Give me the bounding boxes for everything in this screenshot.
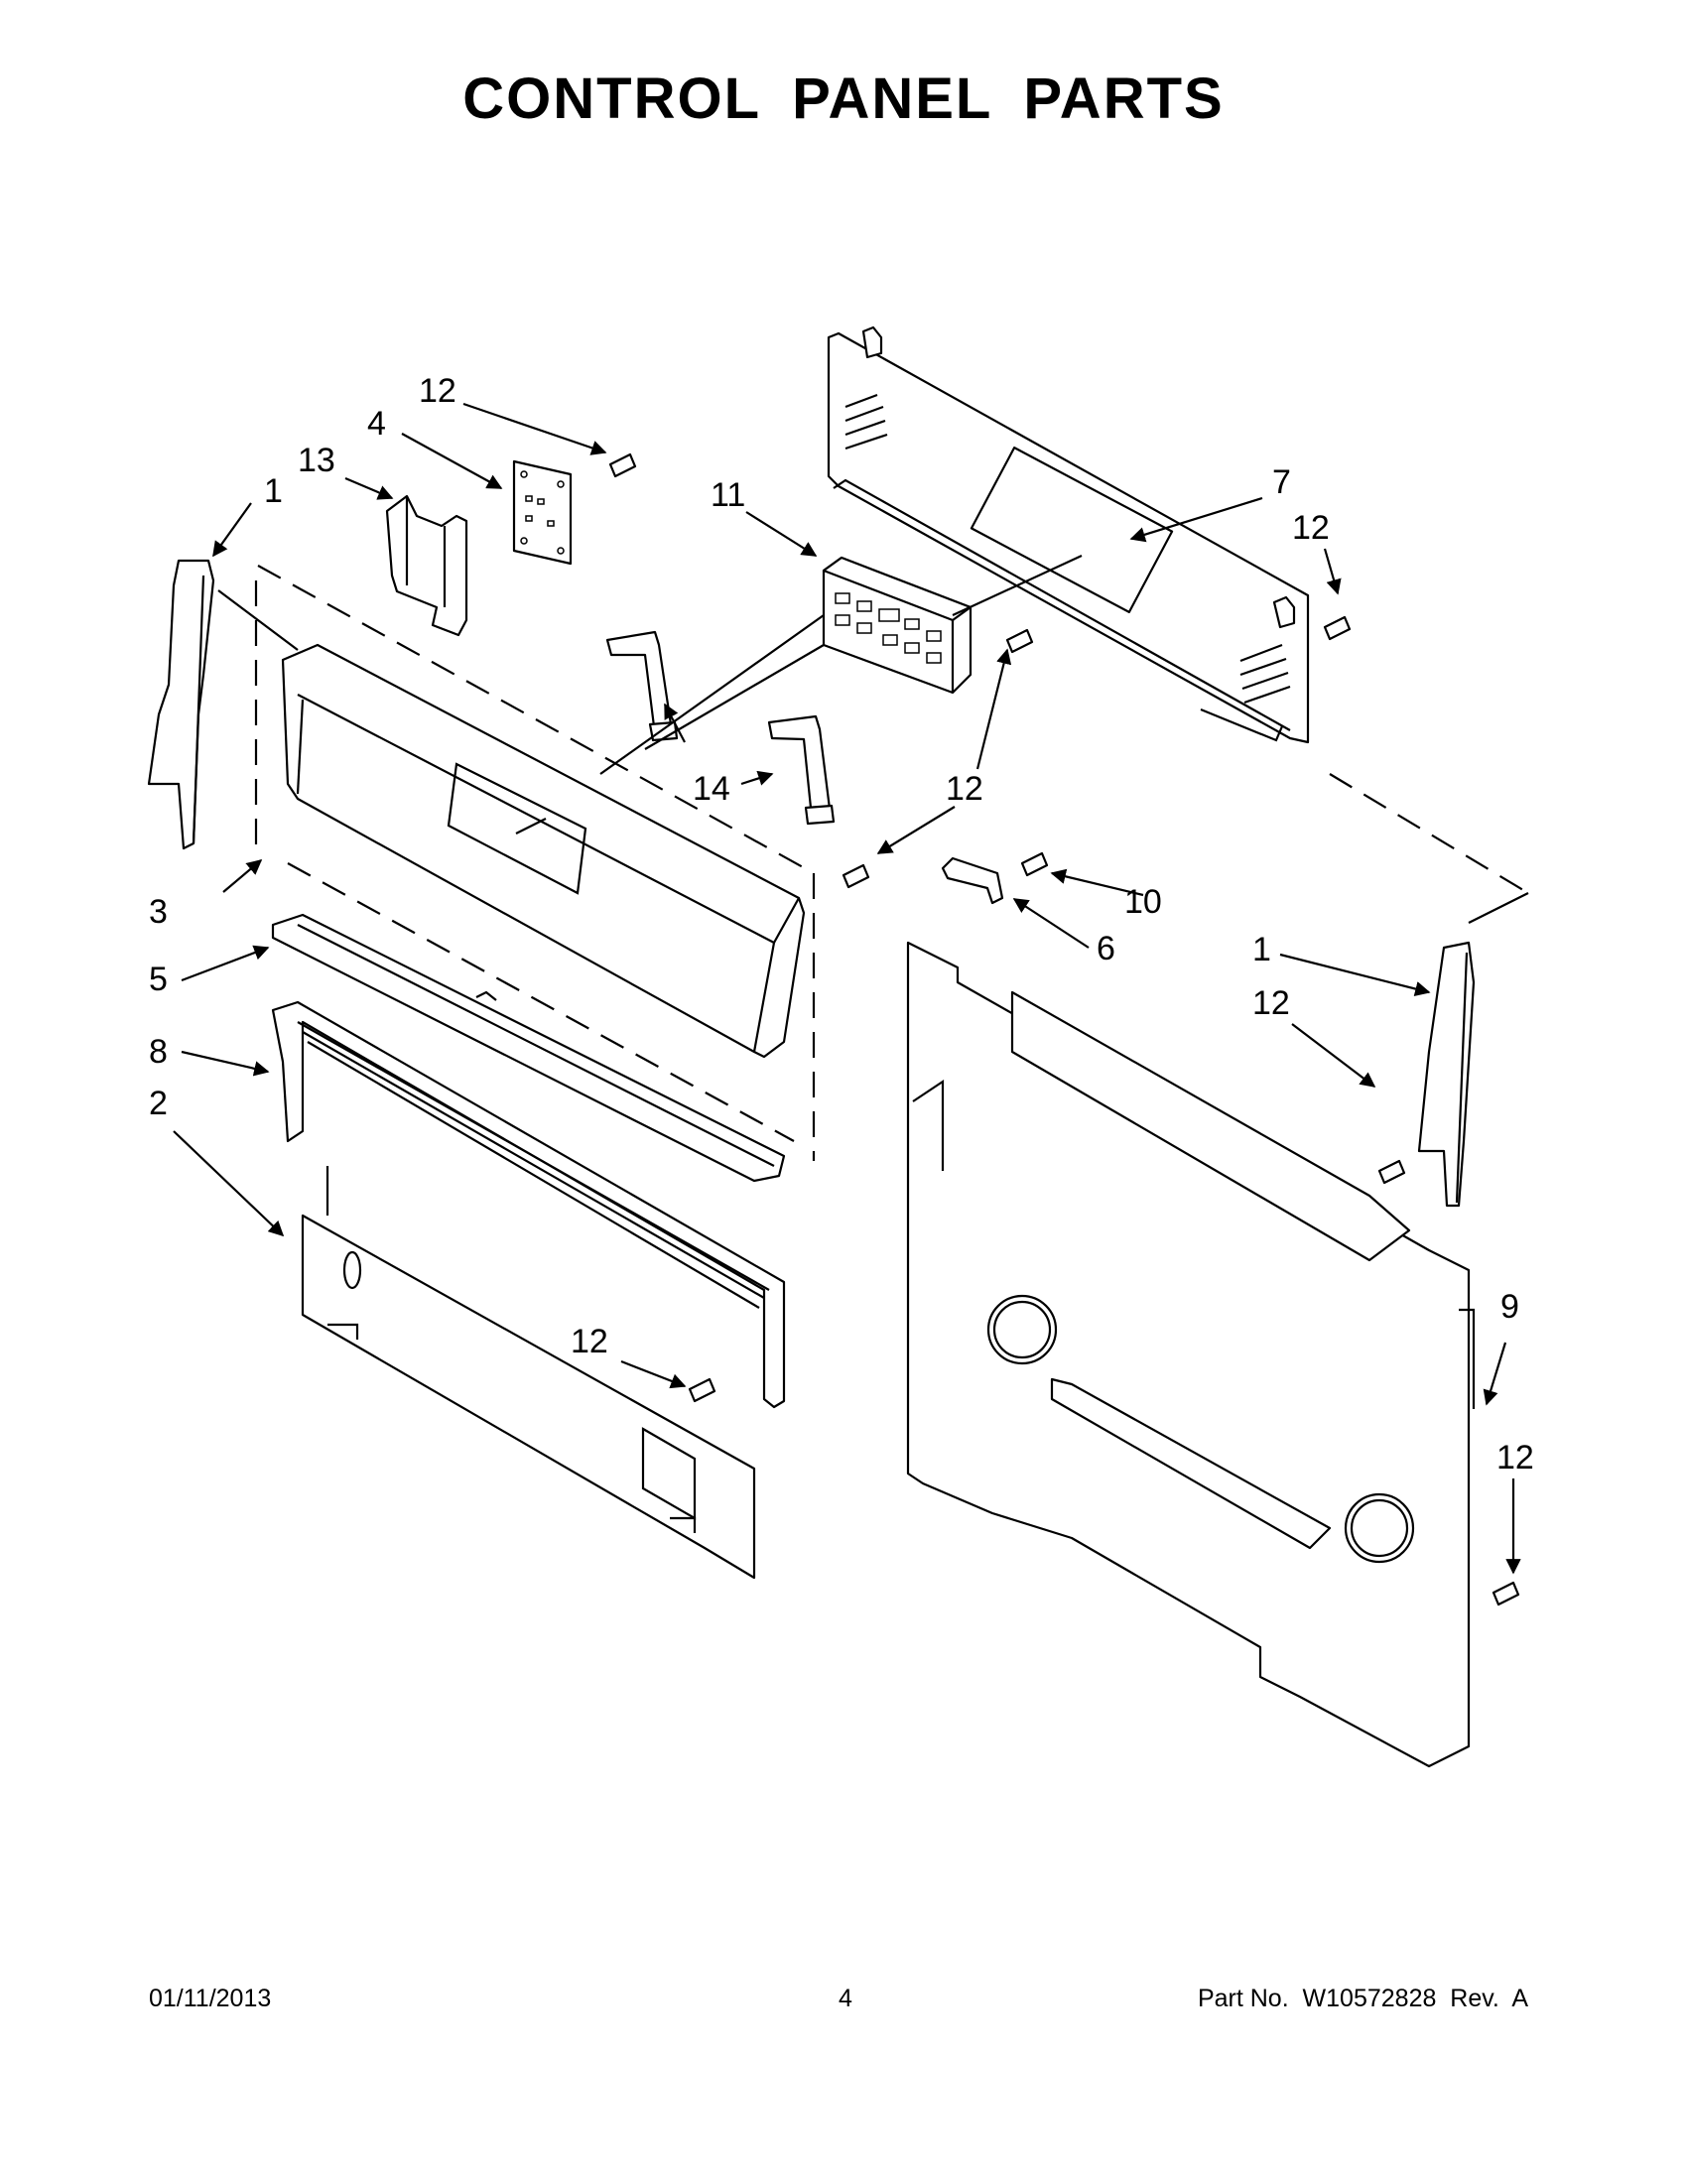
part-5-trim-strip — [271, 913, 786, 1183]
part-1-end-cap-right — [1417, 941, 1476, 1208]
callout-7: 7 — [1272, 463, 1291, 501]
part-9-rear-panel — [906, 941, 1476, 1768]
part-2-lower-panel — [301, 1166, 756, 1580]
callout-4: 4 — [367, 405, 386, 443]
callout-2: 2 — [149, 1085, 168, 1122]
footer-page-number: 4 — [839, 1985, 852, 2012]
callout-14: 14 — [693, 770, 730, 808]
callout-8: 8 — [149, 1033, 168, 1071]
part-7-rear-bracket — [827, 325, 1310, 744]
part-11-electronic-control — [822, 556, 973, 695]
callout-12: 12 — [571, 1323, 608, 1360]
callout-10: 10 — [1124, 883, 1162, 921]
alignment-lines — [217, 555, 1529, 1161]
callout-3: 3 — [149, 893, 168, 931]
callout-5: 5 — [149, 961, 168, 998]
callout-1: 1 — [264, 472, 283, 510]
callout-1: 1 — [1252, 931, 1271, 968]
part-3-control-panel-fascia — [281, 643, 806, 1059]
callout-12: 12 — [1292, 509, 1330, 547]
callout-12: 12 — [1252, 984, 1290, 1022]
callout-13: 13 — [298, 442, 335, 479]
callout-12: 12 — [946, 770, 983, 808]
callout-6: 6 — [1097, 930, 1115, 967]
callout-12: 12 — [1496, 1439, 1534, 1477]
part-13-bracket — [385, 494, 468, 637]
callout-12: 12 — [419, 372, 456, 410]
footer-date: 01/11/2013 — [149, 1985, 272, 2012]
callout-labels: 12 4 13 1 11 7 12 14 12 3 10 6 5 1 12 8 … — [149, 372, 1534, 1477]
part-1-end-cap-left — [147, 559, 215, 850]
part-8-support-channel — [271, 1000, 786, 1409]
callout-11: 11 — [711, 476, 745, 514]
callout-9: 9 — [1500, 1288, 1519, 1326]
part-4-circuit-board — [512, 459, 573, 566]
screws — [608, 452, 1520, 1606]
page-title: CONTROL PANEL PARTS — [462, 66, 1225, 131]
footer-part-number: Part No. W10572828 Rev. A — [1197, 1985, 1528, 2012]
leader-arrows — [173, 402, 1521, 1575]
part-6-clip — [941, 856, 1004, 905]
